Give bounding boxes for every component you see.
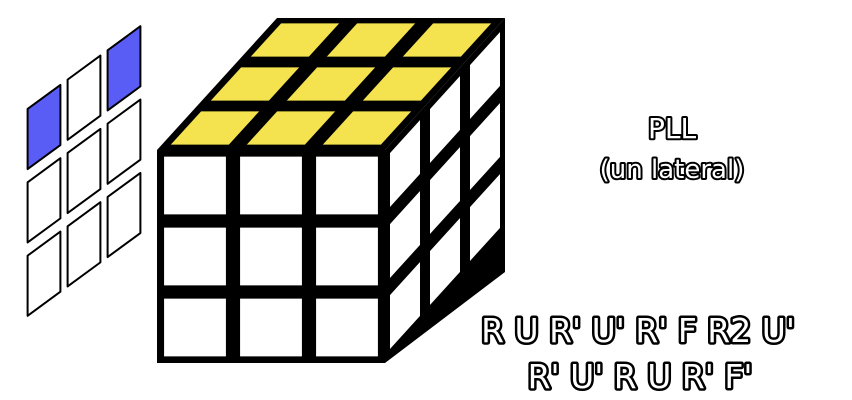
- right-face-sticker-white: [468, 28, 502, 123]
- right-face-sticker-white: [428, 143, 462, 238]
- left-face-sticker-blue: [106, 25, 142, 112]
- title-pll: PLL: [648, 112, 696, 145]
- right-face-stickers: [388, 28, 502, 353]
- front-face-sticker-white: [162, 225, 228, 288]
- left-face-sticker-white: [66, 127, 102, 215]
- subtitle: (un lateral): [600, 155, 745, 185]
- top-face-sticker-yellow: [167, 109, 263, 147]
- top-face-stickers: [167, 21, 495, 147]
- cube: [157, 18, 505, 363]
- left-face-sticker-white: [66, 54, 102, 141]
- front-face-sticker-white: [238, 296, 304, 359]
- left-face-sticker-blue: [26, 83, 62, 171]
- right-face-sticker-white: [388, 187, 422, 282]
- front-face-stickers: [162, 154, 380, 359]
- front-face-sticker-white: [314, 154, 380, 217]
- front-face-sticker-white: [238, 225, 304, 288]
- algorithm-line-2: R' U' R U R' F': [528, 357, 753, 396]
- front-face-sticker-white: [314, 225, 380, 288]
- top-face-sticker-yellow: [399, 21, 495, 59]
- front-face-sticker-white: [238, 154, 304, 217]
- right-face-sticker-white: [388, 116, 422, 211]
- top-face-sticker-yellow: [359, 65, 455, 103]
- top-face-sticker-yellow: [323, 21, 419, 59]
- left-face-sticker-white: [26, 157, 62, 244]
- right-face-sticker-white: [428, 72, 462, 167]
- top-face-sticker-yellow: [247, 21, 343, 59]
- top-face-sticker-yellow: [243, 109, 339, 147]
- right-face-sticker-white: [388, 258, 422, 353]
- front-face-sticker-white: [162, 154, 228, 217]
- left-face-sticker-white: [106, 98, 142, 185]
- left-face-sticker-white: [106, 171, 142, 259]
- right-face-sticker-white: [428, 214, 462, 309]
- left-face-sticker-white: [66, 201, 102, 288]
- algorithm-line-1: R U R' U' R' F R2 U': [481, 311, 795, 350]
- front-face-sticker-white: [162, 296, 228, 359]
- front-face-sticker-white: [314, 296, 380, 359]
- left-face-stickers: [26, 25, 142, 317]
- right-face-sticker-white: [468, 170, 502, 265]
- left-face-sticker-white: [26, 230, 62, 317]
- top-face-sticker-yellow: [319, 109, 415, 147]
- top-face-sticker-yellow: [283, 65, 379, 103]
- top-face-sticker-yellow: [207, 65, 303, 103]
- right-face-sticker-white: [468, 99, 502, 194]
